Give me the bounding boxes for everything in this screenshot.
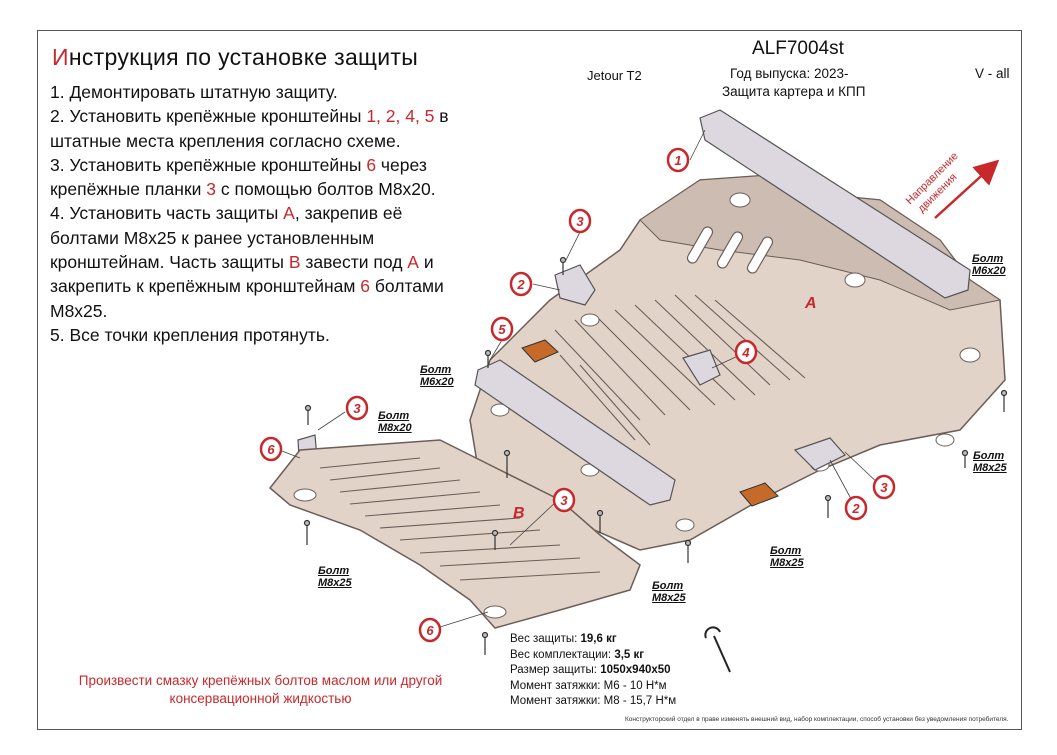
callout-2: 2 — [509, 271, 533, 297]
callout-6b: 6 — [418, 617, 442, 643]
svg-text:5: 5 — [498, 322, 506, 337]
bolt-icons — [303, 256, 1008, 655]
model-year: Год выпуска: 2023- — [730, 66, 849, 81]
svg-text:3: 3 — [353, 401, 361, 416]
page-title: Инструкция по установке защиты — [52, 44, 419, 70]
callout-markers: 1 2 3 4 5 2 3 3 6 3 6 — [259, 147, 896, 643]
step-3: 3. Установить крепёжные кронштейны 6 чер… — [50, 154, 427, 175]
product-code: ALF7004st — [752, 38, 844, 59]
callout-leaders — [281, 129, 883, 628]
wrench-icon — [704, 626, 731, 673]
callout-3d: 3 — [345, 395, 369, 421]
step-5: 5. Все точки крепления протянуть. — [50, 324, 330, 345]
plate-b-ribs — [319, 457, 601, 581]
callout-4: 4 — [734, 339, 758, 365]
instruction-steps: 1. Демонтировать штатную защиту. 2. Уста… — [50, 80, 520, 347]
step-4-cont-1: болтами М8х25 к ранее установленным — [50, 227, 375, 248]
bracket-1 — [699, 109, 971, 299]
step-4-cont-2: кронштейнам. Часть защиты В завести под … — [50, 252, 434, 273]
step-2: 2. Установить крепёжные кронштейны 1, 2,… — [50, 106, 449, 127]
svg-text:6: 6 — [267, 442, 275, 457]
step-4-cont-4: М8х25. — [50, 300, 108, 321]
part-a-label: А — [804, 295, 817, 312]
bracket-5 — [474, 359, 676, 506]
page-frame — [37, 30, 1022, 730]
callout-5: 5 — [490, 316, 514, 342]
specifications: Вес защиты: 19,6 кг Вес комплектации: 3,… — [510, 632, 676, 710]
callout-2b: 2 — [844, 495, 868, 521]
spec-torque-m6: Момент затяжки: М6 - 10 Н*м — [510, 679, 667, 692]
svg-text:6: 6 — [426, 623, 434, 638]
callout-3: 3 — [568, 208, 592, 234]
disclaimer: Конструкторский отдел в праве изменять в… — [625, 716, 1009, 723]
step-4: 4. Установить часть защиты А, закрепив е… — [50, 203, 403, 224]
engine-variant: V - all — [975, 66, 1010, 81]
svg-text:2: 2 — [851, 501, 860, 516]
spec-torque-m8: Момент затяжки: М8 - 15,7 Н*м — [510, 695, 677, 707]
callout-1: 1 — [666, 147, 690, 173]
plate-b-holes — [293, 488, 507, 619]
spec-kit-weight: Вес комплектации: 3,5 кг — [510, 648, 645, 661]
spec-size: Размер защиты: 1050х940х50 — [510, 664, 671, 676]
svg-text:3: 3 — [560, 493, 568, 508]
step-2-cont: штатные места крепления согласно схеме. — [50, 130, 401, 151]
orange-stickers — [521, 339, 779, 507]
step-3-cont: крепёжные планки 3 с помощью болтов М8х2… — [50, 179, 436, 200]
direction-arrow — [934, 159, 1000, 219]
plate-a — [469, 174, 1006, 551]
step-4-cont-3: закрепить к крепёжным кронштейнам 6 болт… — [50, 276, 444, 297]
callout-3c: 3 — [552, 487, 576, 513]
plate-a-ribs — [554, 294, 806, 446]
callout-6: 6 — [259, 436, 283, 462]
lubrication-note: Произвести смазку крепёжных болтов масло… — [58, 672, 463, 708]
car-model: Jetour T2 — [587, 68, 642, 83]
svg-text:3: 3 — [880, 480, 888, 495]
lubrication-note-line-2: консервационной жидкостью — [169, 691, 352, 706]
part-b-label: В — [513, 505, 525, 522]
callout-3b: 3 — [872, 474, 896, 500]
svg-text:3: 3 — [576, 214, 584, 229]
plate-b — [268, 439, 641, 629]
svg-text:2: 2 — [516, 277, 525, 292]
plate-a-slots — [686, 226, 774, 274]
spec-weight: Вес защиты: 19,6 кг — [510, 633, 617, 645]
product-kind: Защита картера и КПП — [722, 84, 866, 99]
svg-text:4: 4 — [741, 345, 750, 360]
lubrication-note-line-1: Произвести смазку крепёжных болтов масло… — [78, 673, 443, 688]
svg-text:1: 1 — [674, 153, 681, 168]
step-1: 1. Демонтировать штатную защиту. — [50, 82, 338, 102]
